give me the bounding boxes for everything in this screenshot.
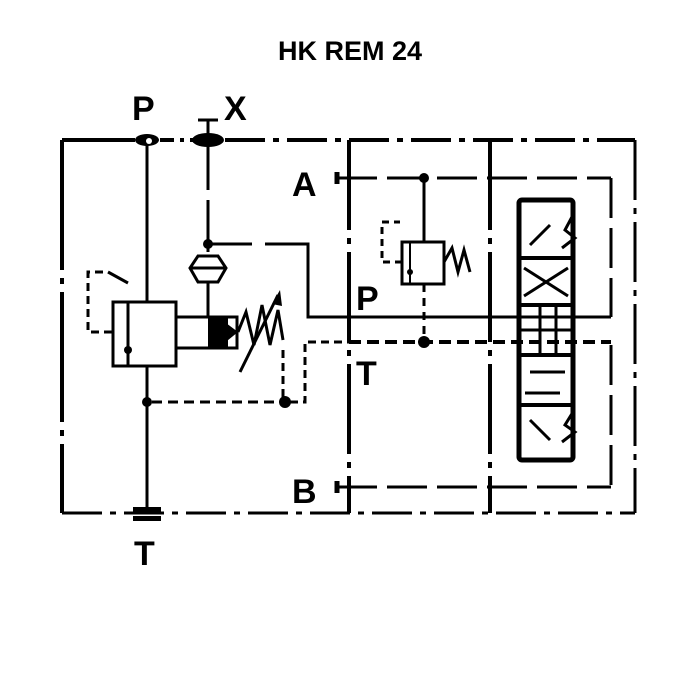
port-label-b: B: [292, 473, 317, 511]
work-port-lines: [334, 172, 613, 493]
directional-valve: [516, 197, 578, 463]
port-label-t: T: [134, 535, 155, 573]
relief-valve: [86, 270, 285, 373]
t-port-symbol: [133, 507, 161, 521]
port-label-x: X: [224, 90, 247, 128]
p-main-line: [135, 134, 159, 513]
check-valve-symbol: [188, 254, 228, 317]
diagram-title: HK REM 24: [277, 36, 423, 66]
port-label-a: A: [292, 166, 317, 204]
valve-label-p: P: [356, 280, 379, 318]
x-pilot-line: [192, 118, 349, 319]
outer-frame: [60, 138, 637, 515]
valve-label-t: T: [356, 355, 377, 393]
reducing-valve: [380, 178, 472, 340]
port-label-p: P: [132, 90, 155, 128]
drain-lines: [152, 336, 611, 408]
